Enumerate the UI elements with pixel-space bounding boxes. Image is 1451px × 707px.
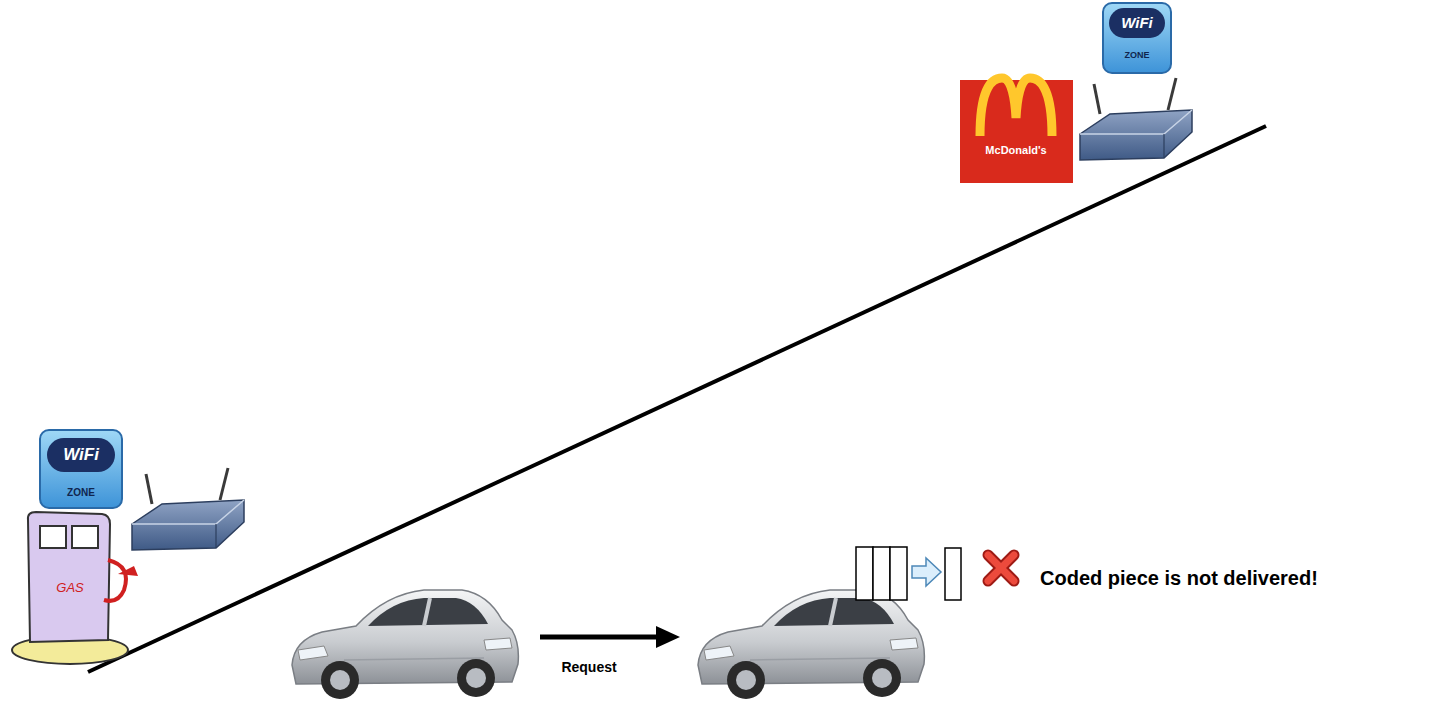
wifi-router — [1080, 78, 1192, 160]
zone-text: ZONE — [1124, 51, 1149, 61]
car — [292, 590, 518, 699]
arrow-label: Request — [561, 660, 616, 675]
coded-pieces — [856, 547, 961, 600]
gas-pump — [12, 512, 138, 664]
zone-text: ZONE — [67, 487, 95, 498]
road-line — [88, 126, 1266, 672]
failure-mark — [988, 555, 1014, 581]
wifi-text: WiFi — [1121, 15, 1153, 32]
wifi-router — [132, 468, 244, 550]
restaurant-logo — [960, 78, 1073, 183]
gas-text: GAS — [56, 581, 83, 595]
status-note: Coded piece is not delivered! — [1040, 567, 1318, 589]
wifi-text: WiFi — [63, 446, 99, 465]
car — [698, 590, 924, 699]
wifi-badge — [40, 430, 122, 508]
request-arrow — [540, 626, 680, 648]
wifi-badge — [1103, 3, 1171, 73]
brand-text: McDonald's — [985, 144, 1046, 156]
